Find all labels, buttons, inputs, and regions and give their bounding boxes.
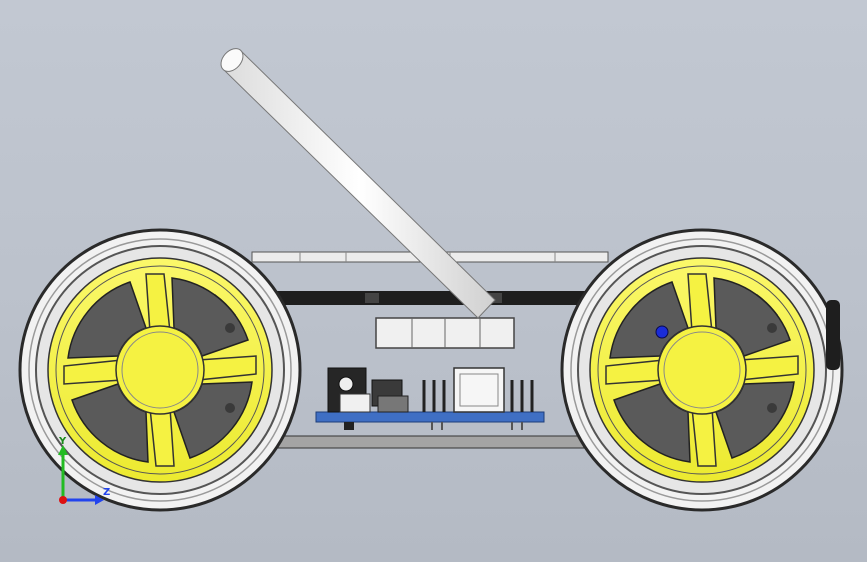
- chassis: [249, 291, 621, 449]
- side-switch: [826, 300, 840, 370]
- battery-block: [375, 317, 515, 349]
- selection-marker: [655, 325, 669, 339]
- coordinate-triad: [58, 445, 104, 505]
- circuit-board: [315, 367, 545, 430]
- diagonal-rod: [220, 48, 496, 319]
- triad-y-label: Y: [59, 436, 67, 447]
- triad-z-label: Z: [103, 487, 111, 498]
- right-wheel: [560, 228, 844, 512]
